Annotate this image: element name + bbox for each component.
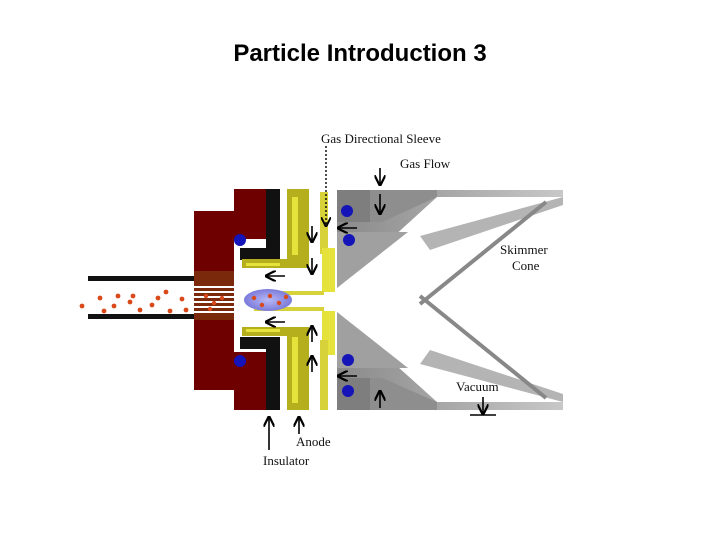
- page-title: Particle Introduction 3: [233, 40, 487, 67]
- anode: [242, 189, 309, 410]
- flow-arrows: [266, 168, 496, 416]
- blue-particles: [234, 205, 355, 397]
- label-gas-flow: Gas Flow: [400, 156, 451, 171]
- label-insulator: Insulator: [263, 453, 310, 468]
- label-pointers: [269, 146, 326, 450]
- label-cone: Cone: [512, 258, 540, 273]
- particles-orifice: [203, 293, 225, 312]
- skimmer-cone: [337, 190, 563, 410]
- plasma-glow: [244, 289, 292, 311]
- orifice-stripes: [194, 271, 234, 320]
- label-anode: Anode: [296, 434, 331, 449]
- label-vacuum: Vacuum: [456, 379, 499, 394]
- label-gas-directional-sleeve: Gas Directional Sleeve: [321, 131, 441, 146]
- particles-tube: [79, 289, 189, 314]
- insulator-layer: [240, 189, 280, 410]
- label-skimmer: Skimmer: [500, 242, 548, 257]
- inlet-tube: [88, 276, 196, 319]
